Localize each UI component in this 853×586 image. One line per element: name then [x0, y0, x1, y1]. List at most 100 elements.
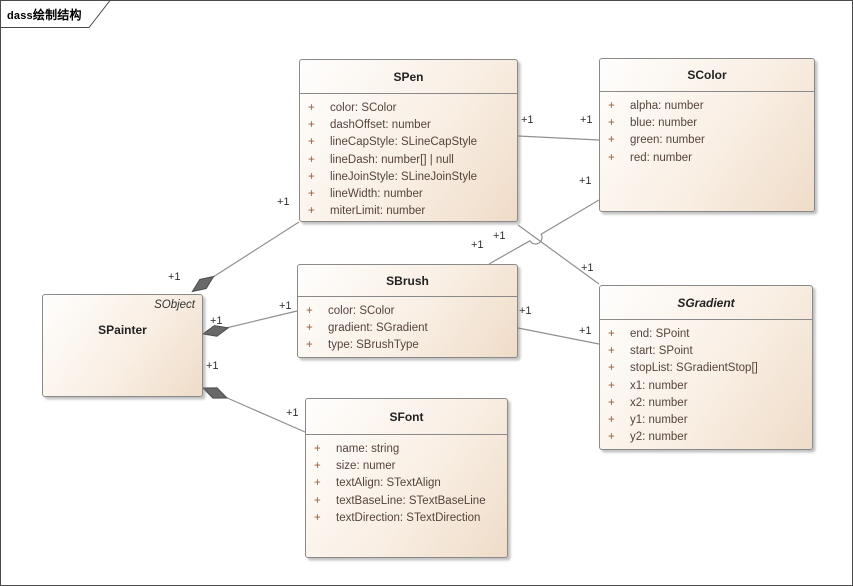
attribute-text: textBaseLine: STextBaseLine: [336, 494, 486, 507]
mult-sbrush-scolor-target: +1: [579, 175, 592, 187]
class-sgradient-attributes: + end: SPoint + start: SPoint +stopList: S…: [600, 320, 812, 446]
visibility: +: [608, 151, 615, 164]
visibility: +: [314, 443, 321, 455]
attribute-row: + name: string: [306, 441, 503, 458]
class-scolor-title: SColor: [600, 59, 814, 92]
attribute-text: color: SColor: [330, 102, 397, 114]
mult-spainter-spen-target: +1: [277, 196, 290, 208]
mult-spen-sgradient-source: +1: [471, 239, 484, 251]
attribute-row: + size: numer: [306, 458, 503, 475]
attribute-row: +lineJoinStyle: SLineJoinStyle: [300, 169, 513, 186]
attribute-text: y2: number: [630, 431, 688, 444]
visibility: +: [306, 322, 313, 335]
attribute-row: + gradient: SGradient: [298, 320, 513, 337]
class-spen-attributes: +color: SColor +dashOffset: number +line…: [300, 94, 517, 220]
visibility: +: [308, 102, 315, 114]
attribute-row: + y2: number: [600, 429, 808, 446]
composition-spainter-sfont-line[interactable]: [224, 396, 306, 433]
attribute-text: lineJoinStyle: SLineJoinStyle: [330, 170, 478, 183]
attribute-text: x1: number: [630, 379, 688, 392]
attribute-row: + textBaseLine: STextBaseLine: [306, 493, 503, 510]
attribute-row: +y1: number: [600, 412, 808, 429]
association-spen-scolor[interactable]: [517, 135, 600, 141]
visibility: +: [608, 362, 615, 375]
attribute-text: start: SPoint: [630, 345, 693, 358]
attribute-text: end: SPoint: [630, 328, 690, 340]
class-spen[interactable]: SPen +color: SColor +dashOffset: number …: [299, 59, 518, 222]
attribute-row: + end: SPoint: [600, 326, 808, 343]
class-sbrush-title: SBrush: [298, 265, 517, 297]
attribute-text: lineCapStyle: SLineCapStyle: [330, 136, 478, 149]
visibility: +: [608, 396, 615, 409]
class-spen-title: SPen: [300, 60, 517, 94]
attribute-text: red: number: [630, 151, 693, 164]
attribute-text: size: numer: [336, 460, 396, 473]
composition-spainter-spen-line[interactable]: [209, 221, 300, 280]
attribute-text: name: string: [336, 443, 400, 455]
attribute-row: + color: SColor: [300, 100, 513, 117]
diagram-tab-title[interactable]: dass绘制结构: [7, 6, 82, 23]
association-spen-sgradient[interactable]: [517, 224, 600, 285]
attribute-row: + dashOffset: number: [300, 117, 513, 134]
visibility: +: [608, 117, 615, 130]
visibility: +: [608, 414, 615, 427]
attribute-text: color: SColor: [328, 305, 395, 317]
attribute-row: + lineWidth: number: [300, 186, 513, 203]
class-scolor-attributes: + alpha: number + blue: number +green: num…: [600, 92, 814, 167]
class-sgradient[interactable]: SGradient +end: SPoint +start: SPoint +s…: [599, 285, 813, 450]
visibility: +: [314, 477, 321, 490]
attribute-row: + alpha: number: [600, 98, 810, 115]
mult-spen-sgradient-target: +1: [581, 262, 594, 274]
attribute-row: +lineCapStyle: SLineCapStyle: [300, 134, 513, 151]
attribute-text: alpha: number: [630, 100, 704, 112]
attribute-text: lineDash: number[] | null: [330, 153, 454, 166]
visibility: +: [608, 100, 615, 112]
attribute-row: + x1: number: [600, 378, 808, 395]
visibility: +: [608, 379, 615, 392]
attribute-row: +textAlign: STextAlign: [306, 475, 503, 492]
visibility: +: [314, 494, 321, 507]
composition-diamond-spen[interactable]: [191, 275, 215, 293]
attribute-text: miterLimit: number: [330, 205, 426, 218]
composition-diamond-sfont[interactable]: [201, 387, 229, 399]
attribute-text: dashOffset: number: [330, 119, 431, 132]
attribute-text: x2: number: [630, 396, 688, 409]
attribute-row: +stopList: SGradientStop[]: [600, 360, 808, 377]
visibility: +: [308, 188, 315, 201]
attribute-text: gradient: SGradient: [328, 322, 428, 335]
class-scolor[interactable]: SColor + alpha: number + blue: number +gre…: [599, 58, 815, 212]
attribute-row: +lineDash: number[] | null: [300, 152, 513, 169]
mult-spainter-sbrush-target: +1: [279, 300, 292, 312]
visibility: +: [608, 328, 615, 340]
mult-spainter-sfont-source: +1: [206, 360, 219, 372]
composition-spainter-sbrush-line[interactable]: [225, 310, 298, 329]
class-sfont-attributes: + name: string + size: numer +textAlign: S…: [306, 435, 507, 527]
attribute-row: + blue: number: [600, 115, 810, 132]
attribute-text: blue: number: [630, 117, 698, 130]
visibility: +: [314, 460, 321, 473]
mult-sbrush-sgradient-source: +1: [519, 305, 532, 317]
diagram-tab-title-latin: dass: [7, 10, 33, 22]
composition-diamond-sbrush[interactable]: [201, 325, 230, 337]
class-spainter-stereotype: SObject: [154, 299, 195, 311]
class-sfont-title: SFont: [306, 399, 507, 435]
attribute-row: + start: SPoint: [600, 343, 808, 360]
mult-sbrush-sgradient-target: +1: [579, 325, 592, 337]
class-sfont[interactable]: SFont + name: string + size: numer +textAl…: [305, 398, 508, 558]
visibility: +: [608, 134, 615, 147]
class-sbrush[interactable]: SBrush + color: SColor + gradient: SGradie…: [297, 264, 518, 358]
class-spainter[interactable]: SObject SPainter: [42, 294, 203, 397]
visibility: +: [608, 431, 615, 444]
mult-scolor-end: +1: [580, 114, 593, 126]
attribute-row: +green: number: [600, 132, 810, 149]
association-sbrush-scolor[interactable]: [488, 199, 600, 265]
association-sbrush-sgradient[interactable]: [517, 327, 600, 345]
attribute-text: lineWidth: number: [330, 188, 423, 201]
visibility: +: [306, 339, 313, 352]
visibility: +: [608, 345, 615, 358]
mult-spainter-spen-source: +1: [168, 271, 181, 283]
attribute-text: textDirection: STextDirection: [336, 511, 481, 524]
visibility: +: [308, 119, 315, 132]
diagram-tab-title-cjk: 绘制结构: [32, 8, 82, 22]
